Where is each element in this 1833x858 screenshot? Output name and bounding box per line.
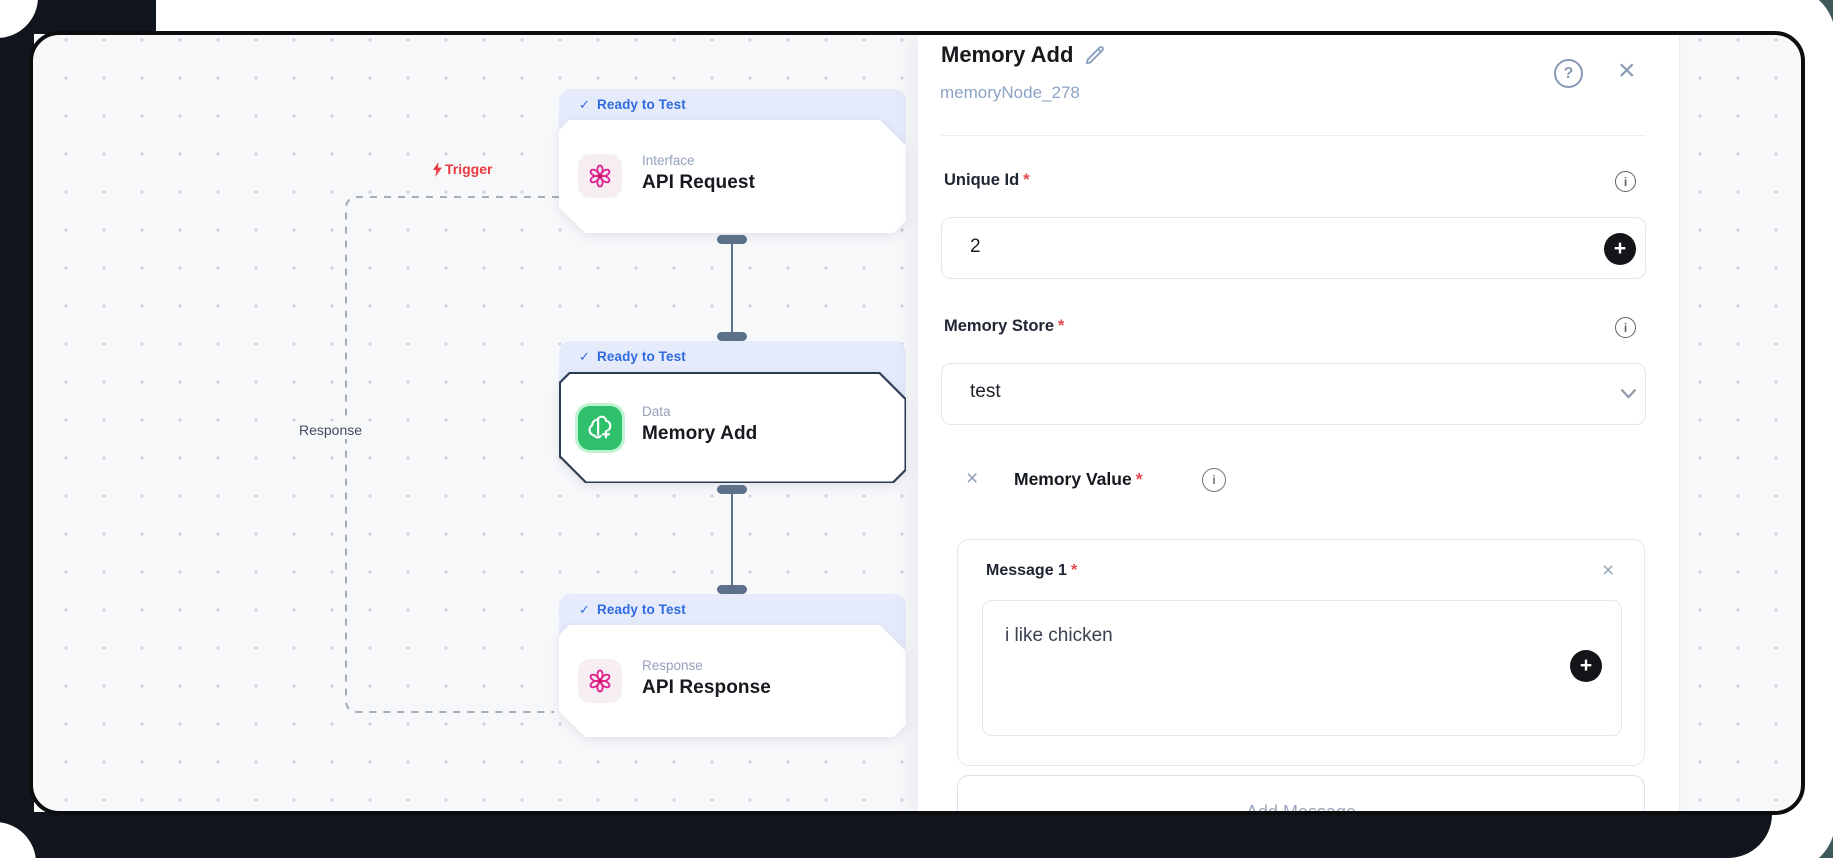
- input-handle[interactable]: [717, 332, 747, 341]
- message-plus-button[interactable]: +: [1570, 650, 1602, 682]
- check-icon: ✓: [579, 97, 590, 112]
- add-message-button[interactable]: Add Message: [957, 775, 1645, 815]
- node-properties-panel: Memory Add memoryNode_278 ? ×: [917, 35, 1680, 811]
- memory-store-value: test: [970, 381, 1001, 402]
- brain-plus-icon: [578, 406, 622, 450]
- memory-value-remove-icon[interactable]: ×: [966, 467, 979, 490]
- memory-store-label: Memory Store*: [944, 317, 1065, 335]
- edge-connector: [731, 241, 733, 335]
- check-icon: ✓: [579, 349, 590, 364]
- required-marker: *: [1058, 317, 1065, 335]
- flow-canvas[interactable]: Trigger Response ✓ Ready to Test: [33, 35, 1801, 811]
- node-category: Interface: [642, 153, 695, 168]
- panel-title: Memory Add: [941, 42, 1074, 67]
- node-category: Data: [642, 404, 671, 419]
- message-label: Message 1*: [986, 562, 1078, 579]
- response-loop-edge: [345, 196, 559, 713]
- node-status-text: Ready to Test: [597, 349, 686, 364]
- node-title: API Response: [642, 677, 771, 698]
- edge-connector: [731, 491, 733, 587]
- required-marker: *: [1023, 171, 1030, 189]
- unique-id-value: 2: [970, 236, 981, 257]
- message-remove-icon[interactable]: ×: [1602, 559, 1615, 582]
- node-api-response[interactable]: Response API Response: [559, 625, 906, 737]
- dark-margin-left: [0, 0, 34, 858]
- response-edge-label: Response: [295, 421, 367, 439]
- message-textarea[interactable]: i like chicken +: [982, 600, 1622, 736]
- memory-store-select[interactable]: test: [941, 363, 1646, 425]
- memory-value-label: Memory Value*: [1014, 469, 1143, 489]
- help-icon[interactable]: ?: [1554, 59, 1583, 88]
- input-handle[interactable]: [717, 585, 747, 594]
- info-icon[interactable]: i: [1615, 317, 1636, 338]
- node-status-text: Ready to Test: [597, 97, 686, 112]
- chevron-down-icon: [1620, 387, 1637, 405]
- trigger-edge-text: Trigger: [445, 161, 493, 177]
- node-title: API Request: [642, 172, 756, 193]
- flow-canvas-frame: Trigger Response ✓ Ready to Test: [29, 31, 1805, 815]
- divider: [941, 135, 1646, 136]
- message-card: Message 1* × i like chicken +: [957, 539, 1645, 766]
- dark-margin-bottom: [0, 812, 1772, 858]
- unique-id-plus-button[interactable]: +: [1604, 233, 1636, 265]
- node-status-text: Ready to Test: [597, 602, 686, 617]
- check-icon: ✓: [579, 602, 590, 617]
- panel-close-icon[interactable]: ×: [1618, 54, 1636, 87]
- unique-id-field[interactable]: 2 +: [941, 217, 1646, 279]
- node-category: Response: [642, 658, 703, 673]
- trigger-edge-label: Trigger: [432, 161, 492, 177]
- hex-flower-icon: [578, 154, 622, 198]
- node-memory-add[interactable]: Data Memory Add: [559, 372, 906, 483]
- node-title: Memory Add: [642, 423, 758, 444]
- info-icon[interactable]: i: [1202, 468, 1226, 492]
- required-marker: *: [1135, 469, 1143, 489]
- panel-node-id: memoryNode_278: [940, 83, 1080, 102]
- info-icon[interactable]: i: [1615, 171, 1636, 192]
- response-edge-text: Response: [299, 422, 363, 438]
- unique-id-label: Unique Id*: [944, 171, 1030, 189]
- hex-flower-icon: [578, 659, 622, 703]
- edit-pencil-icon[interactable]: [1083, 43, 1107, 67]
- add-message-label: Add Message: [1245, 802, 1357, 815]
- output-handle[interactable]: [717, 485, 747, 494]
- lightning-icon: [433, 161, 442, 177]
- output-handle[interactable]: [717, 235, 747, 244]
- message-value: i like chicken: [1005, 625, 1113, 646]
- required-marker: *: [1070, 562, 1078, 579]
- node-api-request[interactable]: Interface API Request: [559, 120, 906, 233]
